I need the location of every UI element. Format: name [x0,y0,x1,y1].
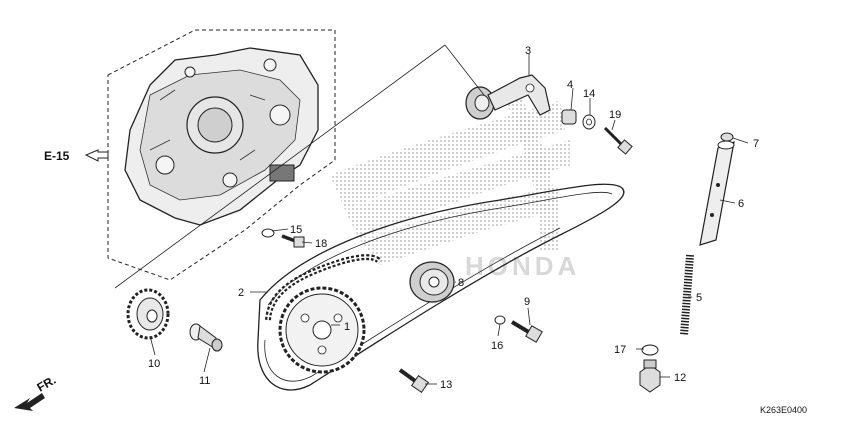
front-label: FR. [35,373,59,395]
bolt-18 [281,234,305,248]
part-label-12: 12 [674,372,686,384]
part-labels: 1 2 3 4 5 6 7 8 9 10 11 12 13 14 15 16 1… [148,45,759,391]
part-label-3: 3 [525,45,531,57]
crankcase-drawing [124,47,319,226]
washer-16 [494,315,506,325]
reference-arrow-icon [84,149,109,162]
cam-chain-guide [257,183,625,391]
sealing-bolt [639,359,661,393]
pin-shaft-11 [189,323,223,352]
washer-15 [261,228,275,238]
part-label-13: 13 [440,379,452,391]
cam-sprocket [278,286,366,374]
reference-e15-label: E-15 [44,149,70,163]
part-label-9: 9 [524,296,530,308]
part-label-16: 16 [491,340,503,352]
logo-text: HONDA [465,251,580,281]
part-label-11: 11 [199,375,210,387]
tensioner-arm-assembly [465,74,633,155]
bolt-13 [398,368,430,394]
part-label-5: 5 [696,292,702,304]
leader-lines [114,44,749,385]
part-label-14: 14 [583,88,595,100]
front-direction-indicator: FR. [14,373,58,411]
drive-sprocket-10 [126,288,170,340]
part-label-7: 7 [753,138,759,150]
part-label-4: 4 [567,79,573,91]
part-label-10: 10 [148,358,160,370]
cam-chain [265,254,383,321]
part-label-8: 8 [458,277,464,289]
part-label-1: 1 [344,321,350,333]
part-label-2: 2 [238,287,244,299]
part-label-17: 17 [614,344,626,356]
wing-logo-watermark [330,95,572,265]
diagram-code: K263E0400 [760,405,807,415]
guide-roller [409,261,455,303]
front-arrow-icon [14,393,45,411]
tensioner-lifter [699,132,735,246]
part-label-19: 19 [609,109,621,121]
sealing-washer [641,344,659,356]
part-label-15: 15 [290,224,302,236]
tensioner-spring [680,254,694,336]
crankcase-dashed-frame [107,29,336,281]
part-label-18: 18 [315,238,327,250]
bolt-9 [510,320,543,343]
part-label-6: 6 [738,198,744,210]
